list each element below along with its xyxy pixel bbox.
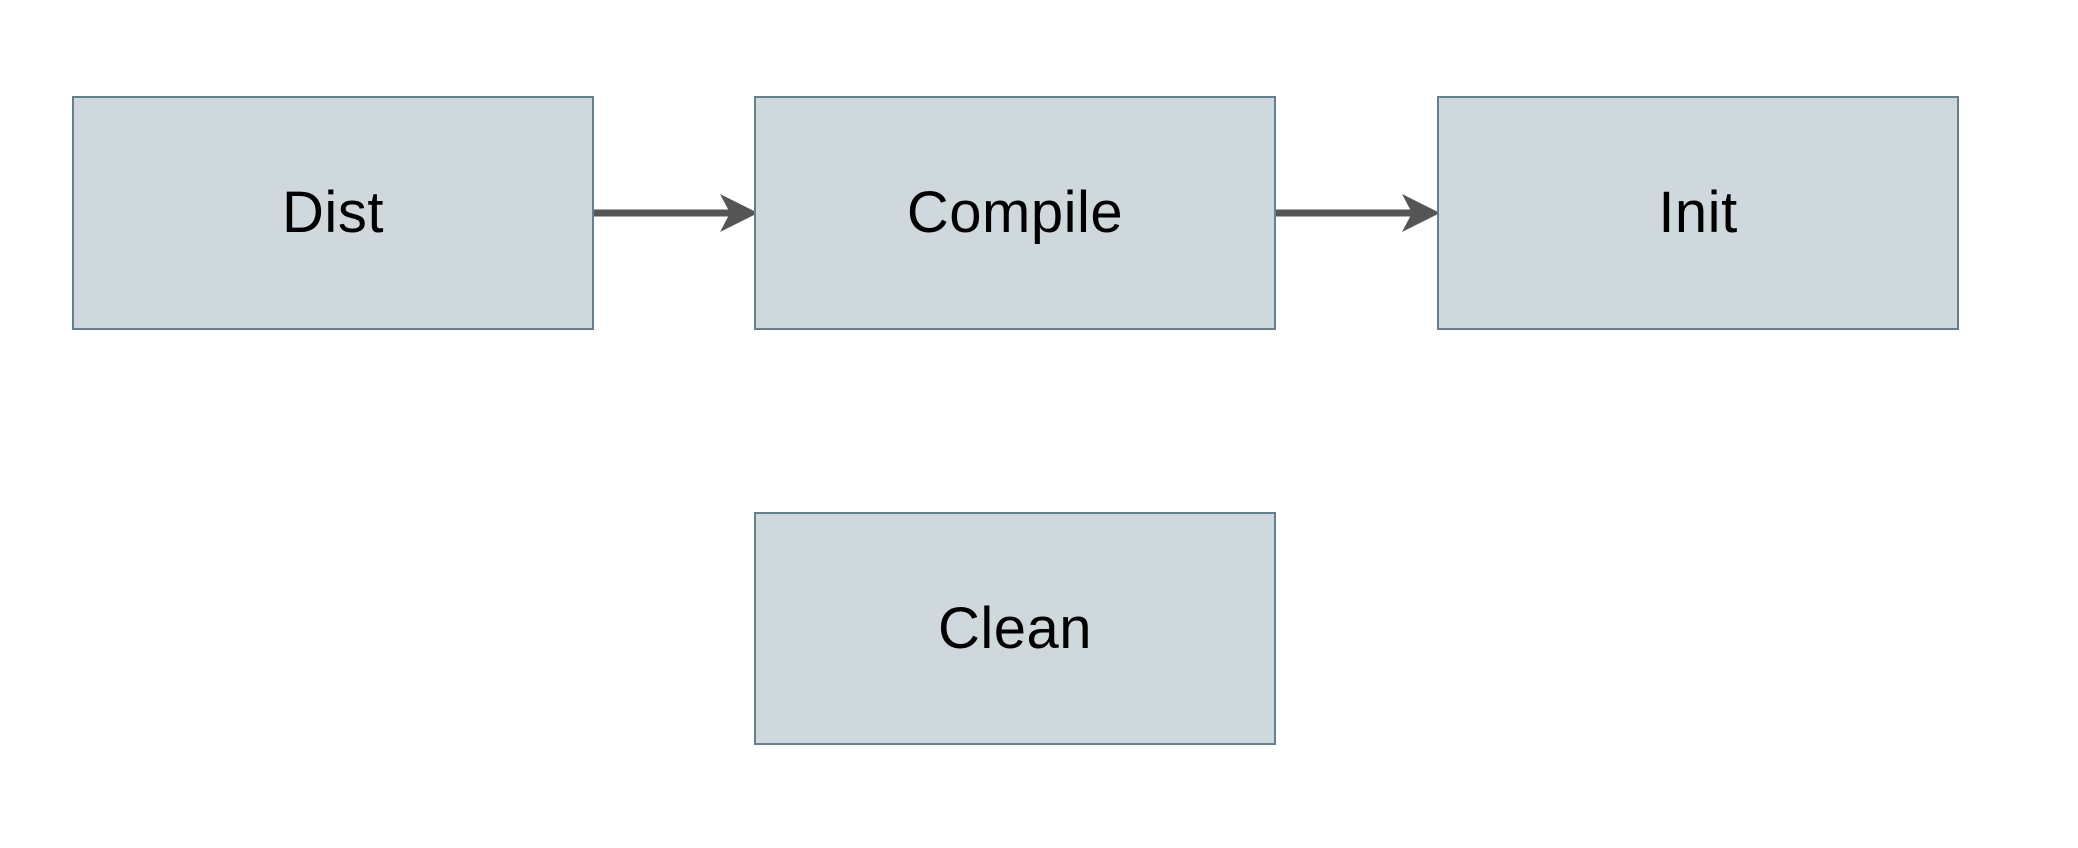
arrowhead-icon: [720, 194, 758, 232]
edge-dist-to-compile: [594, 194, 758, 232]
node-clean[interactable]: Clean: [754, 512, 1276, 745]
arrowhead-icon: [1402, 194, 1440, 232]
node-dist-label: Dist: [282, 180, 384, 245]
node-dist[interactable]: Dist: [72, 96, 594, 330]
node-init[interactable]: Init: [1437, 96, 1959, 330]
node-compile-label: Compile: [906, 180, 1124, 245]
node-clean-label: Clean: [937, 595, 1093, 661]
node-init-label: Init: [1658, 180, 1738, 245]
node-compile[interactable]: Compile: [754, 96, 1276, 330]
edge-compile-to-init: [1276, 194, 1440, 232]
